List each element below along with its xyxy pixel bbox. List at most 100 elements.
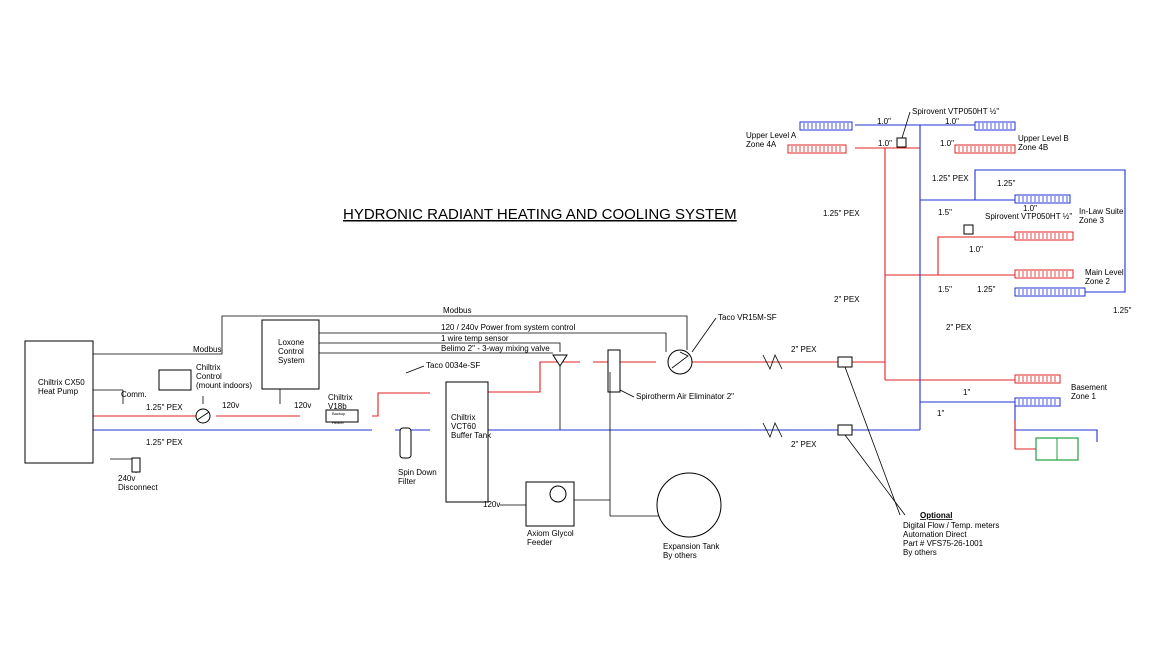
pipe-hp-return: 1.25" PEX xyxy=(146,438,183,447)
text-line: Zone 4B xyxy=(1018,143,1048,152)
text-line: In-Law Suite xyxy=(1079,207,1124,216)
spirovent-top-icon xyxy=(896,137,907,148)
manifold-zone4b-supply xyxy=(954,144,1016,154)
temp-sensor-label: 1 wire temp sensor xyxy=(441,334,509,343)
pipe-zone3-a: 1.25" PEX xyxy=(932,174,969,183)
flow-meter-return xyxy=(837,424,853,436)
text-line: Digital Flow / Temp. meters xyxy=(903,521,999,530)
backup-heater-box xyxy=(325,409,359,423)
expansion-tank xyxy=(656,472,722,538)
taco-0034e-label: Taco 0034e-SF xyxy=(426,361,480,370)
text-line: Main Level xyxy=(1085,268,1124,277)
modbus-left-label: Modbus xyxy=(193,345,221,354)
diagram-title: HYDRONIC RADIANT HEATING AND COOLING SYS… xyxy=(343,206,737,223)
text-line: By others xyxy=(663,551,697,560)
pipe-zone1-b: 1" xyxy=(937,409,944,418)
air-eliminator xyxy=(607,349,621,393)
text-line: Zone 3 xyxy=(1079,216,1104,225)
optional-heading: Optional xyxy=(920,511,952,520)
spirovent-top-label: Spirovent VTP050HT ½" xyxy=(912,107,999,116)
text-line: Part # VFS75-26-1001 xyxy=(903,539,984,548)
text-line: Buffer Tank xyxy=(451,431,492,440)
text-line: Basement xyxy=(1071,383,1108,392)
pipe-riser-left: 1.25" PEX xyxy=(823,209,860,218)
pipe-zone2-a: 1.5" xyxy=(938,285,952,294)
text-line: Disconnect xyxy=(118,483,158,492)
pipe-zone4-mid: 1.0" xyxy=(878,139,892,148)
text-line: Chiltrix xyxy=(328,393,352,402)
comm-label: Comm. xyxy=(121,390,147,399)
pipe-zone3-b: 1.25" xyxy=(997,179,1016,188)
pipe-zone2-b: 1.25" xyxy=(977,285,996,294)
text-line: Chiltrix xyxy=(196,363,220,372)
pipe-zone4-mid-b: 1.0" xyxy=(940,139,954,148)
buffer-tank-box xyxy=(445,381,489,503)
text-line: Heater xyxy=(332,420,345,425)
v120-a-label: 120v xyxy=(222,401,239,410)
text-line: VCT60 xyxy=(451,422,476,431)
text-line: Automation Direct xyxy=(903,530,967,539)
glycol-feeder-box xyxy=(525,481,575,527)
text-line: Chiltrix CX50 xyxy=(38,378,85,387)
belimo-label: Belimo 2" - 3-way mixing valve xyxy=(441,344,550,353)
manifold-zone2-return xyxy=(1014,287,1086,297)
text-line: Zone 4A xyxy=(746,140,777,149)
manifold-zone1-supply xyxy=(1014,374,1061,384)
disconnect-box xyxy=(131,457,141,473)
manifold-zone2-supply xyxy=(1014,269,1074,279)
text-line: Feeder xyxy=(527,538,553,547)
text-line: Control xyxy=(196,372,222,381)
mixing-valve-icon xyxy=(552,354,568,367)
modbus-top-label: Modbus xyxy=(443,306,471,315)
power-label: 120 / 240v Power from system control xyxy=(441,323,576,332)
text-line: Upper Level B xyxy=(1018,134,1069,143)
chiltrix-control-box xyxy=(158,369,192,391)
text-line: (mount indoors) xyxy=(196,381,252,390)
text-line: Spin Down xyxy=(398,468,437,477)
pipe-main-return: 2" PEX xyxy=(791,440,817,449)
manifold-zone4a-supply xyxy=(787,144,847,154)
text-line: Zone 2 xyxy=(1085,277,1110,286)
v120-b-label: 120v xyxy=(294,401,311,410)
air-eliminator-label: Spirotherm Air Eliminator 2" xyxy=(636,392,734,401)
pipe-main-supply: 2" PEX xyxy=(791,345,817,354)
taco-vr15-label: Taco VR15M-SF xyxy=(718,313,777,322)
text-line: Axiom Glycol xyxy=(527,529,574,538)
text-line: V18b xyxy=(328,402,347,411)
text-line: Control xyxy=(278,347,304,356)
text-line: Filter xyxy=(398,477,416,486)
text-line: By others xyxy=(903,548,937,557)
pipe-zone3-c: 1.0" xyxy=(1023,204,1037,213)
text-line: Loxone xyxy=(278,338,305,347)
text-line: Heat Pump xyxy=(38,387,79,396)
control-wiring xyxy=(93,315,688,506)
spin-down-filter xyxy=(399,427,412,459)
pipe-zone2-c: 1.25" xyxy=(1113,306,1132,315)
pipe-zone4-top-b: 1.0" xyxy=(945,117,959,126)
manifold-zone3-return xyxy=(1014,194,1071,204)
text-line: 240v xyxy=(118,474,135,483)
pipe-zone3-d: 1.5" xyxy=(938,208,952,217)
manifold-zone3-supply xyxy=(1014,231,1074,241)
loxone-box xyxy=(261,319,320,390)
text-line: System xyxy=(278,356,305,365)
heat-pump-box xyxy=(24,340,94,464)
v120-c-label: 120v xyxy=(483,500,500,509)
pipe-zone4-top: 1.0" xyxy=(877,117,891,126)
text-line: Expansion Tank xyxy=(663,542,720,551)
manifold-zone1-return xyxy=(1014,397,1061,407)
